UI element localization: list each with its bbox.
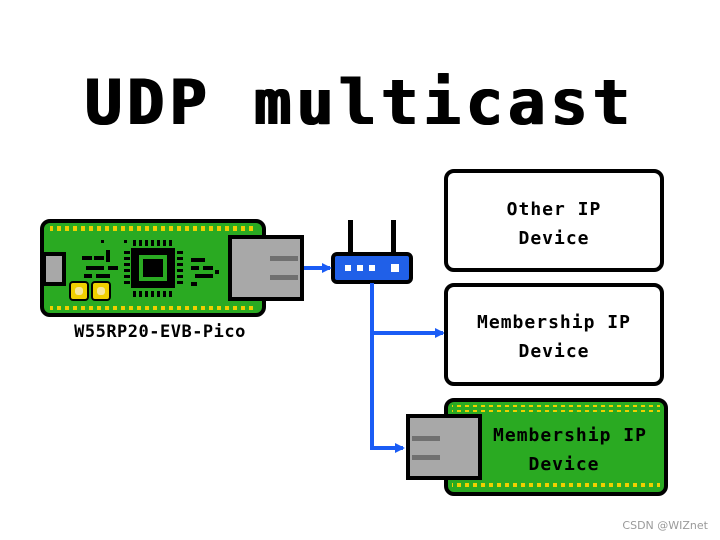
chip-icon bbox=[124, 240, 183, 297]
board-pin-row-top bbox=[50, 226, 255, 233]
usb-connector bbox=[42, 252, 66, 286]
device-pin-row-bottom bbox=[452, 483, 660, 490]
page-title: UDP multicast bbox=[84, 66, 636, 139]
membership-device-1-label-line1: Membership IP bbox=[477, 312, 631, 333]
source-board-label: W55RP20-EVB-Pico bbox=[74, 322, 246, 342]
board-components bbox=[82, 240, 219, 286]
watermark: CSDN @WIZnet bbox=[622, 519, 708, 532]
device-pin-row-top bbox=[452, 405, 660, 412]
source-board bbox=[40, 219, 304, 317]
membership-ip-device-2: Membership IP Device bbox=[406, 398, 668, 496]
connection-arrows bbox=[304, 263, 445, 453]
board-buttons bbox=[69, 281, 111, 301]
device-ethernet-port-icon bbox=[406, 414, 482, 480]
membership-device-1-label-line2: Device bbox=[518, 341, 589, 362]
router-icon bbox=[331, 220, 413, 284]
other-ip-device-label-line1: Other IP bbox=[507, 199, 602, 220]
ethernet-port-icon bbox=[228, 235, 304, 301]
membership-device-2-label-line2: Device bbox=[528, 454, 599, 475]
other-ip-device: Other IP Device bbox=[444, 169, 664, 272]
membership-device-2-label-line1: Membership IP bbox=[493, 425, 647, 446]
membership-ip-device-1: Membership IP Device bbox=[444, 283, 664, 386]
board-pin-row-bottom bbox=[50, 303, 255, 310]
other-ip-device-label-line2: Device bbox=[518, 228, 589, 249]
